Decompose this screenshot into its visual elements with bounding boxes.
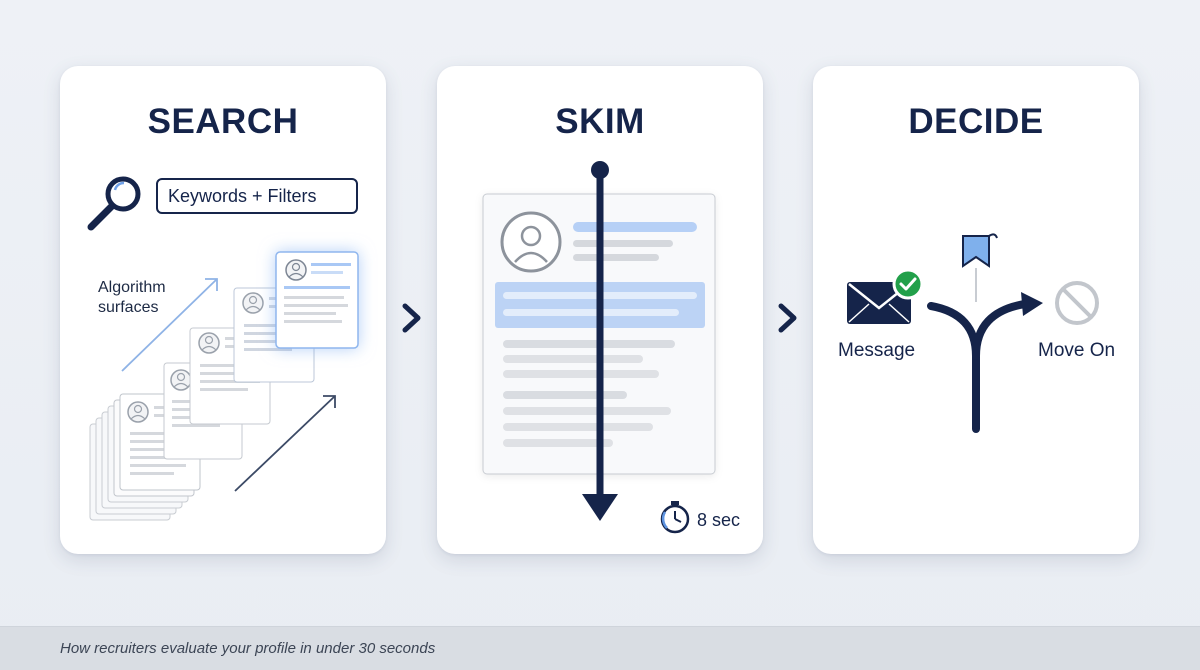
stopwatch-icon: [660, 501, 690, 534]
decide-illustration: [847, 233, 1099, 433]
search-panel: SEARCH: [60, 66, 386, 554]
upward-arrow-dark: [234, 395, 336, 492]
timer-label: 8 sec: [697, 510, 741, 530]
panel-title-skim: SKIM: [555, 102, 645, 141]
search-illustration: [87, 176, 359, 521]
chevron-right-icon: [778, 303, 797, 333]
scan-down-arrow: [582, 161, 618, 521]
no-entry-icon: [1055, 281, 1099, 325]
panel-title-search: SEARCH: [147, 102, 299, 141]
fork-arrow: [927, 292, 1043, 433]
caption-bar: How recruiters evaluate your profile in …: [0, 626, 1200, 670]
skim-illustration: [482, 161, 716, 534]
bookmark-icon: [962, 233, 998, 302]
decide-panel: DECIDE Message Move On: [813, 66, 1139, 554]
upward-arrow-light: [121, 278, 218, 372]
chevron-right-icon: [402, 303, 421, 333]
caption-text: How recruiters evaluate your profile in …: [60, 640, 436, 657]
magnifier-icon: [87, 176, 141, 231]
skim-panel: SKIM: [437, 66, 763, 554]
highlighted-profile-card: [275, 251, 359, 349]
checkmark-icon: [892, 268, 924, 300]
search-input[interactable]: Keywords + Filters: [156, 178, 358, 214]
option-move-on-label: Move On: [1038, 340, 1116, 361]
panel-title-decide: DECIDE: [908, 102, 1044, 141]
algorithm-annotation: Algorithm surfaces: [98, 279, 166, 316]
option-message-label: Message: [838, 340, 916, 361]
